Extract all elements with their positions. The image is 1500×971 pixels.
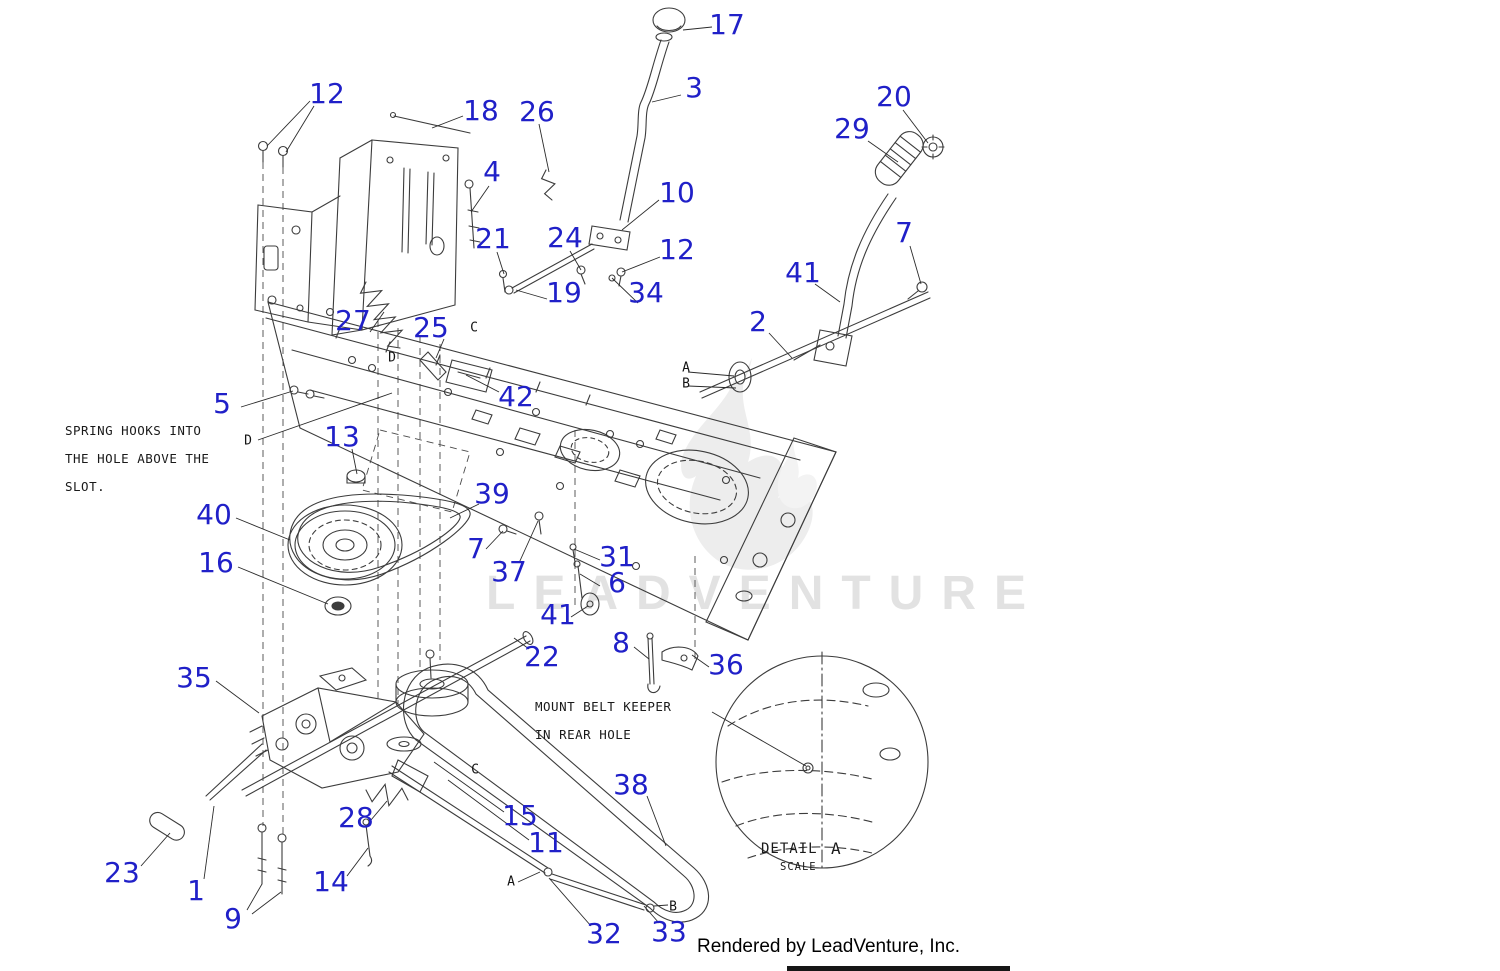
part-callout-6-27[interactable]: 6 [608, 566, 626, 599]
part-callout-33-43[interactable]: 33 [651, 915, 687, 948]
part-callout-17-0[interactable]: 17 [709, 8, 745, 41]
part-callout-18-3[interactable]: 18 [463, 94, 499, 127]
part-callout-38-36[interactable]: 38 [613, 768, 649, 801]
part-callout-19-14[interactable]: 19 [546, 276, 582, 309]
bracket-42 [445, 359, 493, 393]
clutch-linkage [388, 759, 655, 913]
part-callout-15-34[interactable]: 15 [502, 799, 538, 832]
part-callout-21-9[interactable]: 21 [475, 222, 511, 255]
part-callout-22-31[interactable]: 22 [524, 640, 560, 673]
rod-8-keeper-36 [646, 632, 699, 694]
lower-drive-belt-38 [402, 663, 710, 923]
shift-lever [576, 7, 686, 287]
part-callout-20-5[interactable]: 20 [876, 80, 912, 113]
part-callout-4-7[interactable]: 4 [483, 155, 501, 188]
part-callout-23-38[interactable]: 23 [104, 856, 140, 889]
washer-16 [324, 596, 352, 616]
part-callout-8-30[interactable]: 8 [612, 626, 630, 659]
bolt-4 [464, 179, 481, 249]
small-spring-26 [540, 169, 556, 201]
rear-bracket [331, 139, 459, 336]
part-callout-32-42[interactable]: 32 [586, 917, 622, 950]
part-callout-41-29[interactable]: 41 [540, 598, 576, 631]
part-callout-40-23[interactable]: 40 [196, 498, 232, 531]
detail-a-circle [715, 651, 929, 873]
part-callout-37-25[interactable]: 37 [491, 555, 527, 588]
part-callout-11-35[interactable]: 11 [528, 826, 564, 859]
axle-rod-2 [699, 281, 931, 399]
leader-lines [140, 26, 929, 927]
upper-drive-belt-39 [289, 493, 471, 581]
shift-rod [498, 243, 595, 295]
part-callout-29-6[interactable]: 29 [834, 112, 870, 145]
part-callout-14-41[interactable]: 14 [313, 865, 349, 898]
part-callout-9-40[interactable]: 9 [224, 902, 242, 935]
part-callout-1-39[interactable]: 1 [187, 874, 205, 907]
part-callout-26-4[interactable]: 26 [519, 95, 555, 128]
pin-14 [362, 818, 373, 867]
frame-deck [265, 301, 837, 641]
part-callout-41-13[interactable]: 41 [785, 256, 821, 289]
part-callout-10-8[interactable]: 10 [659, 176, 695, 209]
watermark-flame-icon [681, 358, 817, 570]
part-callout-42-20[interactable]: 42 [498, 380, 534, 413]
part-callout-24-10[interactable]: 24 [547, 221, 583, 254]
idler-hardware [498, 511, 600, 616]
part-callout-27-16[interactable]: 27 [335, 304, 371, 337]
clutch-spring-27 [359, 281, 404, 349]
engine-pulley-40 [287, 504, 403, 586]
projection-lines [262, 162, 696, 836]
part-callout-25-17[interactable]: 25 [413, 311, 449, 344]
part-callout-7-24[interactable]: 7 [467, 532, 485, 565]
rod-18 [389, 111, 471, 134]
part-callout-12-2[interactable]: 12 [309, 77, 345, 110]
nut-13 [346, 469, 366, 484]
part-callout-31-26[interactable]: 31 [599, 540, 635, 573]
idler-spring-28 [365, 782, 409, 808]
speed-lever [793, 131, 945, 367]
part-callout-3-1[interactable]: 3 [685, 71, 703, 104]
part-callout-5-19[interactable]: 5 [213, 387, 231, 420]
bottom-edge-bar [787, 966, 1010, 971]
axle-shaft-22 [241, 631, 534, 797]
part-callout-16-28[interactable]: 16 [198, 546, 234, 579]
spacer-23 [149, 811, 185, 841]
bolts-5 [289, 385, 325, 399]
part-callout-39-22[interactable]: 39 [474, 477, 510, 510]
part-callout-2-18[interactable]: 2 [749, 305, 767, 338]
part-callout-12-11[interactable]: 12 [659, 233, 695, 266]
rendered-by-footer: Rendered by LeadVenture, Inc. [697, 936, 961, 957]
pin-25 [419, 351, 447, 381]
part-callout-28-37[interactable]: 28 [338, 801, 374, 834]
leadventure-watermark: LEADVENTURE [486, 567, 1045, 620]
part-callout-36-32[interactable]: 36 [708, 648, 744, 681]
part-callout-7-12[interactable]: 7 [895, 216, 913, 249]
bolts-9 [257, 823, 287, 895]
transmission-assembly [205, 667, 425, 801]
part-callout-13-21[interactable]: 13 [324, 420, 360, 453]
part-callout-34-15[interactable]: 34 [628, 276, 664, 309]
part-callout-35-33[interactable]: 35 [176, 661, 212, 694]
